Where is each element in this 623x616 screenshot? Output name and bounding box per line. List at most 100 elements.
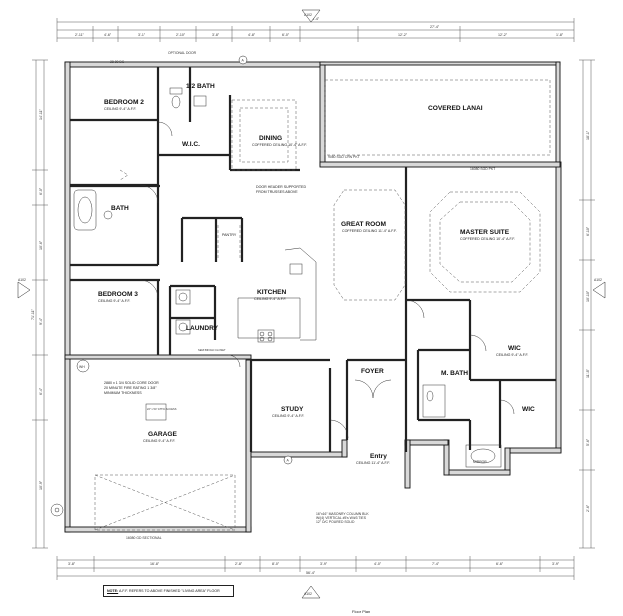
note-mirror: MIRROR bbox=[473, 460, 487, 464]
callout-a-bubble bbox=[283, 455, 293, 465]
bathtub bbox=[73, 189, 97, 231]
footer-note: NOTE: A.F.F. REFERS TO ABOVE FINISHED "L… bbox=[103, 585, 234, 597]
dim-bottom-6: 7'-4" bbox=[432, 562, 440, 566]
room-ceiling-master: COFFERED CEILING 10'-4" A.F.F. bbox=[460, 237, 515, 241]
note-slider-1: 9080 SGD CRN PKT bbox=[328, 155, 360, 159]
exterior-walls bbox=[64, 61, 562, 533]
room-name-mbath: M. BATH bbox=[441, 370, 468, 377]
dim-left-4: 6'-4" bbox=[39, 387, 43, 395]
legend-title: Floor Plan bbox=[352, 609, 371, 614]
note-masonry-1: 16"x16" MASONRY COLUMN BLK bbox=[316, 512, 369, 516]
dim-left-3: 9'-4" bbox=[39, 317, 43, 325]
note-door-header: DOOR HEADER SUPPORTED bbox=[256, 185, 306, 189]
callout-a-label: A bbox=[287, 459, 290, 463]
room-ceiling-bedroom3: CEILING 9'-4" A.F.F. bbox=[98, 299, 131, 303]
note-wh: WH bbox=[79, 365, 85, 369]
room-name-study: STUDY bbox=[281, 406, 304, 413]
kitchen-island bbox=[237, 297, 301, 339]
dimension-text-right: 18'-1" 6'-10" 10'-10" 11'-8" 5'-6" 2'-6" bbox=[586, 130, 590, 512]
section-ref-bottom: A102 bbox=[304, 592, 312, 596]
dim-bottom-1: 16'-8" bbox=[150, 562, 160, 566]
room-ceiling-dining: COFFERED CEILING 10'-4" A.F.F. bbox=[252, 143, 307, 147]
note-garage-door: 2880 x 1 3/4 SOLID CORE DOOR bbox=[104, 381, 159, 385]
dimension-text-bottom: 3'-8" 16'-8" 2'-8" 8'-0" 3'-9" 4'-0" 7'-… bbox=[68, 562, 560, 575]
note-slider-2: 16080 SGD PKT bbox=[470, 167, 495, 171]
kitchen-counter bbox=[284, 247, 317, 341]
fixtures bbox=[50, 87, 502, 531]
section-markers: A102 A102 A102 A102 A A bbox=[17, 9, 606, 599]
greatroom-coffer bbox=[333, 189, 406, 301]
dim-top-1: 4'-6" bbox=[104, 33, 112, 37]
dryer bbox=[175, 319, 191, 335]
dim-top-6: 6'-0" bbox=[282, 33, 290, 37]
dim-overall-top: 56'-4" bbox=[310, 17, 320, 21]
dim-top-4: 3'-8" bbox=[212, 33, 220, 37]
water-heater bbox=[76, 359, 90, 373]
room-name-foyer: FOYER bbox=[361, 368, 384, 375]
room-name-kitchen: KITCHEN bbox=[257, 289, 287, 296]
room-name-lanai: COVERED LANAI bbox=[428, 105, 483, 112]
attic-access-box bbox=[145, 403, 167, 421]
interior-walls bbox=[70, 67, 556, 452]
bathtub-basin bbox=[77, 196, 93, 224]
note-fire-rating: 20 MINUTE FIRE RATING 1 3/8" bbox=[104, 386, 157, 390]
room-name-bedroom2: BEDROOM 2 bbox=[104, 99, 144, 106]
section-marker-right bbox=[592, 281, 606, 299]
kitchen-sink bbox=[289, 263, 303, 275]
note-masonry-3: 12" O/C POURED SOLID bbox=[316, 520, 355, 524]
plan-notes: 2880 x 1 3/4 SOLID CORE DOOR 20 MINUTE F… bbox=[76, 51, 495, 540]
dim-right-2: 10'-10" bbox=[586, 290, 590, 302]
master-shower bbox=[422, 384, 446, 418]
room-name-greatroom: GREAT ROOM bbox=[341, 221, 386, 228]
door-swings bbox=[139, 121, 515, 439]
room-labels: BEDROOM 2 CEILING 9'-4" A.F.F. 1/2 BATH … bbox=[98, 83, 535, 465]
dim-overall-bottom: 56'-4" bbox=[306, 571, 316, 575]
dim-top-7: 12'-2" bbox=[398, 33, 408, 37]
note-optional-door: OPTIONAL DOOR bbox=[168, 51, 197, 55]
section-marker-bottom bbox=[301, 585, 321, 599]
coffered-ceilings bbox=[119, 79, 551, 301]
dim-bottom-0: 3'-8" bbox=[68, 562, 76, 566]
dim-left-5: 10'-9" bbox=[39, 480, 43, 490]
room-name-bath: BATH bbox=[111, 205, 129, 212]
water-heater-circle bbox=[50, 503, 64, 517]
dim-right-4: 5'-6" bbox=[586, 438, 590, 446]
lanai-outline bbox=[324, 79, 551, 156]
washer bbox=[175, 289, 191, 305]
room-ceiling-garage: CEILING 9'-4" A.F.F. bbox=[143, 439, 176, 443]
note-garage-door-size: 16080 GD SECTIONAL bbox=[126, 536, 162, 540]
dim-top-2: 3'-1" bbox=[138, 33, 146, 37]
dim-left-0: 14'-11" bbox=[39, 108, 43, 120]
note-min-thick: MINIMUM THICKNESS bbox=[104, 391, 142, 395]
dim-overall-right-top: 27'-4" bbox=[430, 25, 440, 29]
room-ceiling-kitchen: CEILING 9'-4" A.F.F. bbox=[254, 297, 287, 301]
room-name-laundry: LAUNDRY bbox=[186, 325, 219, 332]
note-attic: 22" x 54" ATTIC ACCESS bbox=[147, 407, 177, 411]
dim-bottom-4: 3'-9" bbox=[320, 562, 328, 566]
dim-top-9: 1'-8" bbox=[556, 33, 564, 37]
section-marker-top bbox=[301, 9, 321, 23]
dim-top-0: 2'-11" bbox=[75, 33, 85, 37]
dim-bottom-2: 2'-8" bbox=[235, 562, 243, 566]
callout-a-bubble-top bbox=[238, 55, 248, 65]
room-name-entry: Entry bbox=[370, 453, 387, 460]
dim-left-1: 6'-0" bbox=[39, 187, 43, 195]
dim-right-5: 2'-6" bbox=[586, 504, 590, 512]
room-name-wic-master: WIC bbox=[508, 345, 521, 352]
room-ceiling-wic-master: CEILING 9'-4" A.F.F. bbox=[496, 353, 529, 357]
room-name-pantry: PANTRY bbox=[222, 233, 237, 237]
room-name-wic2: WIC bbox=[522, 406, 535, 413]
plan-legend: Floor Plan bbox=[352, 609, 370, 614]
section-ref-top: A102 bbox=[304, 13, 312, 17]
footer-note-label: NOTE: bbox=[107, 589, 119, 593]
dimension-text-left: 14'-11" 6'-0" 10'-6" 9'-4" 6'-4" 10'-9" … bbox=[31, 108, 43, 490]
master-tub bbox=[465, 444, 502, 468]
dim-bottom-8: 3'-9" bbox=[552, 562, 560, 566]
master-coffer bbox=[429, 191, 541, 293]
room-name-wic: W.I.C. bbox=[182, 141, 200, 148]
cooktop bbox=[257, 329, 275, 343]
note-masonry-2: W/(4) VERTICAL #5's W/#3 TIES bbox=[316, 516, 367, 520]
dim-top-8: 12'-2" bbox=[498, 33, 508, 37]
dim-bottom-7: 6'-6" bbox=[496, 562, 504, 566]
room-name-garage: GARAGE bbox=[148, 431, 178, 438]
